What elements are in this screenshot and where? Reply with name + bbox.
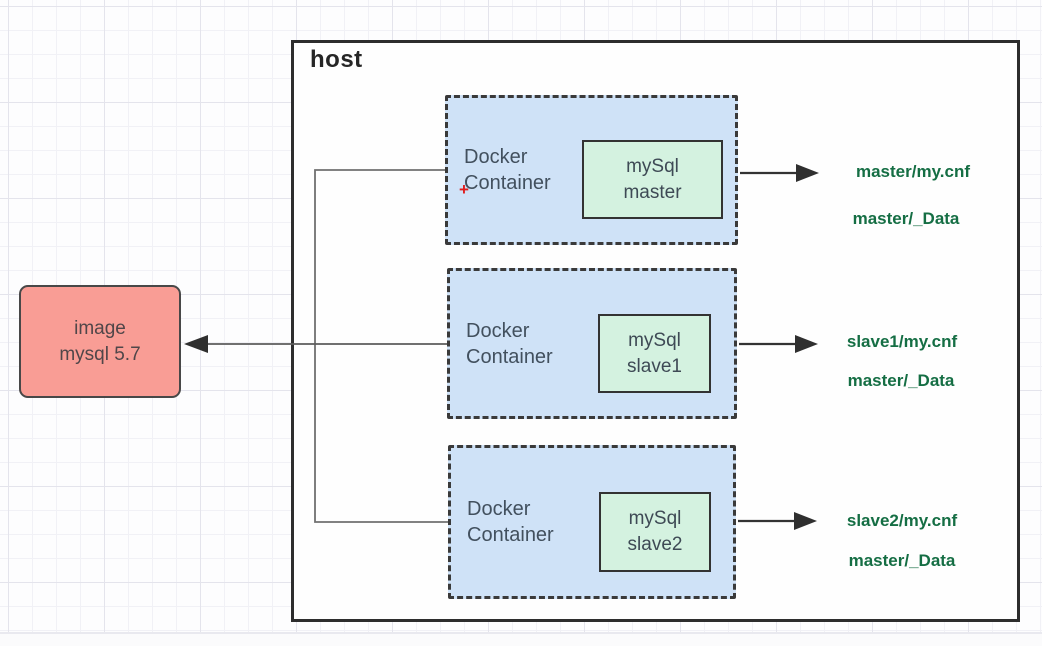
db-label-line2: master <box>623 181 682 203</box>
docker-container-label: Docker Container <box>464 144 551 196</box>
docker-label-line2: Container <box>467 524 554 546</box>
mysql-slave2-node[interactable]: mySql slave2 <box>599 492 711 572</box>
docker-container-label: Docker Container <box>467 496 554 548</box>
db-label-line1: mySql <box>628 329 681 351</box>
mysql-master-node[interactable]: mySql master <box>582 140 723 219</box>
docker-container-master-node[interactable]: Docker Container mySql master <box>445 95 738 245</box>
image-label-line2: mysql 5.7 <box>59 343 141 365</box>
image-label-line1: image <box>74 317 126 339</box>
docker-label-line1: Docker <box>464 146 528 168</box>
slave2-cnf-label: slave2/my.cnf <box>846 511 958 530</box>
slave1-cnf-label: slave1/my.cnf <box>846 332 958 351</box>
mysql-image-node[interactable]: image mysql 5.7 <box>19 285 181 398</box>
docker-container-label: Docker Container <box>466 318 553 370</box>
master-data-label: master/_Data <box>852 209 960 228</box>
slave2-data-label: master/_Data <box>848 551 956 570</box>
master-cnf-label: master/my.cnf <box>855 162 970 181</box>
db-label-line2: slave1 <box>627 355 682 377</box>
docker-label-line1: Docker <box>467 498 531 520</box>
docker-label-line2: Container <box>464 172 551 194</box>
cursor-plus-marker: + <box>459 180 469 199</box>
docker-label-line1: Docker <box>466 319 530 342</box>
db-label-line1: mySql <box>628 508 682 530</box>
docker-container-slave2-node[interactable]: Docker Container mySql slave2 <box>448 445 736 599</box>
slave1-data-label: master/_Data <box>847 371 955 390</box>
mysql-slave1-node[interactable]: mySql slave1 <box>598 314 711 393</box>
host-label: host <box>310 46 363 73</box>
docker-label-line2: Container <box>466 345 553 368</box>
docker-container-slave1-node[interactable]: Docker Container mySql slave1 <box>447 268 737 419</box>
db-label-line2: slave2 <box>627 534 683 555</box>
db-label-line1: mySql <box>626 155 679 177</box>
